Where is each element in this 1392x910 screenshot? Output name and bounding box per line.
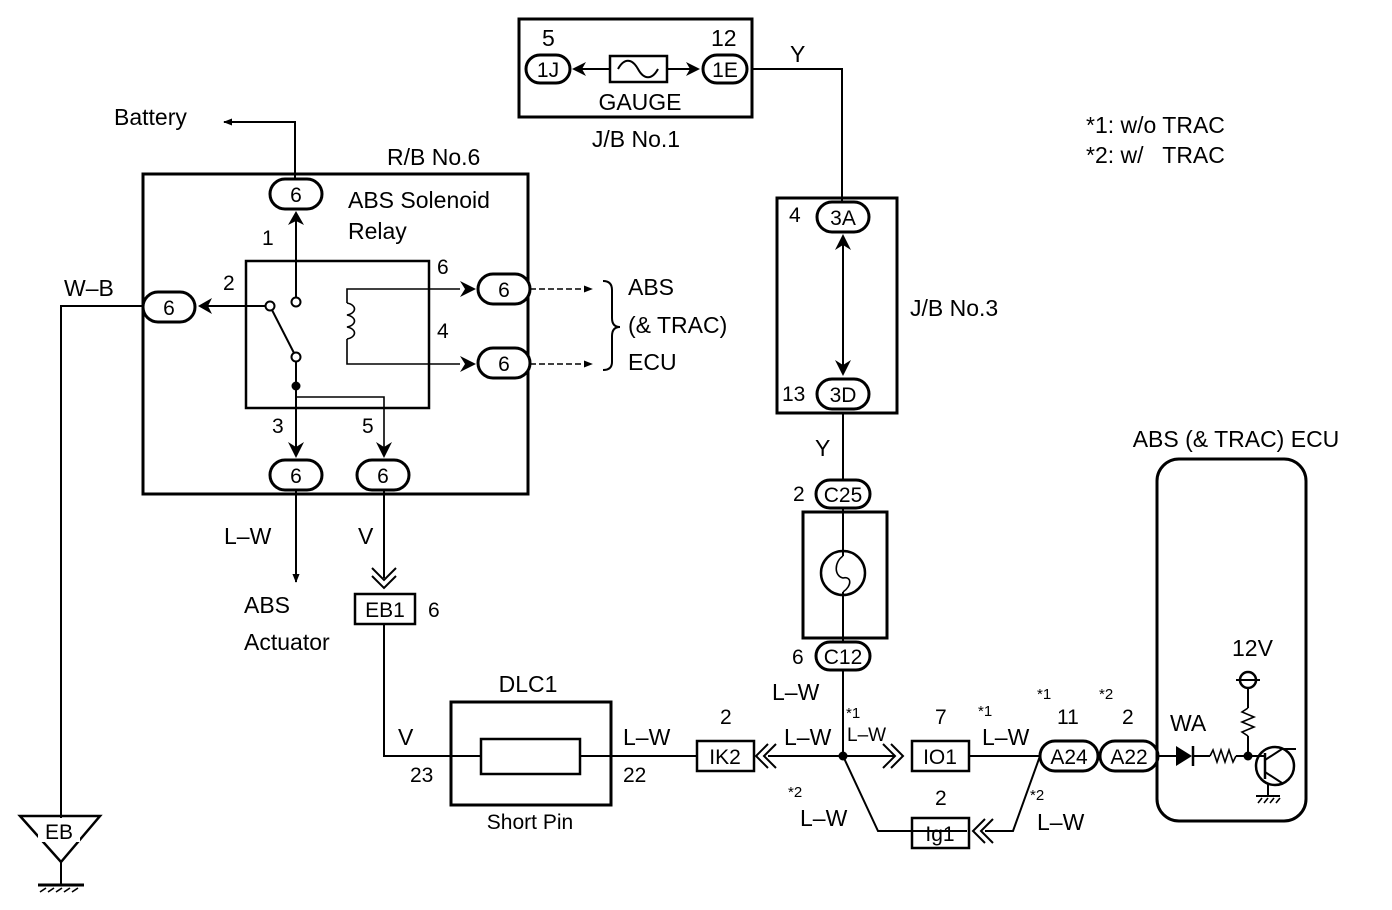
io1-wire-in: L–W <box>847 725 886 746</box>
dlc1-wire-out: L–W <box>623 724 671 750</box>
combination-meter: 2 C25 6 C12 <box>792 478 889 672</box>
a22-connector: A22 <box>1110 746 1147 769</box>
jb1-title: J/B No.1 <box>592 126 680 152</box>
rb6-title: R/B No.6 <box>387 144 480 170</box>
dlc1-wire-in: V <box>398 724 414 750</box>
io1-pin: 7 <box>935 706 947 729</box>
actuator-label-line2: Actuator <box>244 629 330 655</box>
rb6-conn-bottom-left: 6 <box>290 465 302 488</box>
resistor-icon <box>1209 747 1237 765</box>
relay-label-line2: Relay <box>348 218 407 244</box>
jb3-bottom-connector: 3D <box>830 384 857 407</box>
ecu-terminal-label: WA <box>1170 710 1207 736</box>
actuator-wire-color: L–W <box>224 523 272 549</box>
a24-pin: 11 <box>1057 706 1079 729</box>
ground-point-eb: EB <box>17 814 103 893</box>
io1-wire-out: L–W <box>982 724 1030 750</box>
jb1-right-pin: 12 <box>711 25 737 51</box>
io1-star-in: *1 <box>846 705 860 722</box>
ecu-brace <box>602 280 621 371</box>
jb1-right-connector: 1E <box>712 59 738 82</box>
ground-wire-color: W–B <box>64 275 114 301</box>
ig1-star-out: *2 <box>1030 787 1044 804</box>
ig1-star-in: *2 <box>788 784 802 801</box>
ig1-wire-out: L–W <box>1037 809 1085 835</box>
note-without-trac: *1: w/o TRAC <box>1086 112 1225 138</box>
eb1-wire-color: V <box>358 523 374 549</box>
meter-bottom-connector: C12 <box>824 646 863 669</box>
relay-block-6: ABS Solenoid Relay 6 1 2 6 4 3 5 <box>141 172 532 496</box>
jb3-bottom-pin: 13 <box>782 383 805 406</box>
ig1-connector <box>910 816 971 850</box>
meter-output-wire: L–W <box>772 679 820 705</box>
ig1-label: Ig1 <box>925 823 954 846</box>
rb6-pin2: 2 <box>223 272 235 295</box>
rb6-pin1: 1 <box>262 227 274 250</box>
meter-top-connector: C25 <box>824 484 863 507</box>
eb1-pin: 6 <box>428 599 440 622</box>
ecu-title: ABS (& TRAC) ECU <box>1133 426 1340 452</box>
a24-star: *1 <box>1037 686 1051 703</box>
note-with-trac: *2: w/ TRAC <box>1086 142 1225 168</box>
dlc1-pin-in: 23 <box>410 764 433 787</box>
meter-top-pin: 2 <box>793 483 805 506</box>
abs-ecu-ref-line3: ECU <box>628 349 677 375</box>
ik2-label: IK2 <box>709 746 741 769</box>
meter-bottom-pin: 6 <box>792 646 804 669</box>
rb6-pin4: 4 <box>437 320 449 343</box>
relay-coil-icon <box>346 302 356 340</box>
rb6-conn-right-top: 6 <box>498 279 510 302</box>
gauge-fuse-label: GAUGE <box>598 89 681 115</box>
short-pin-label: Short Pin <box>487 811 573 834</box>
jb3-top-pin: 4 <box>789 204 801 227</box>
ig1-pin: 2 <box>935 787 947 810</box>
jb1-left-connector: 1J <box>537 59 559 82</box>
diode-icon <box>1176 746 1192 766</box>
actuator-label-line1: ABS <box>244 592 290 618</box>
relay-label-line1: ABS Solenoid <box>348 187 490 213</box>
jb3-output-wire: Y <box>815 435 830 461</box>
a22-star: *2 <box>1099 686 1113 703</box>
a22-pin: 2 <box>1122 706 1134 729</box>
rb6-conn-top: 6 <box>290 184 302 207</box>
abs-ecu-ref-line2: (& TRAC) <box>628 312 727 338</box>
abs-trac-ecu: ABS (& TRAC) ECU WA 12V <box>1133 426 1340 823</box>
rb6-conn-bottom-right: 6 <box>377 465 389 488</box>
ig1-wire-in: L–W <box>800 805 848 831</box>
jb1-output-wire: Y <box>790 41 805 67</box>
junction-block-3: J/B No.3 4 3A 13 3D <box>775 196 998 415</box>
a24-connector: A24 <box>1050 746 1088 769</box>
transistor-icon <box>1254 745 1296 787</box>
battery-label: Battery <box>114 104 187 130</box>
rb6-pin3: 3 <box>272 415 284 438</box>
eb1-label: EB1 <box>365 599 405 622</box>
io1-label: IO1 <box>923 746 957 769</box>
warning-light-bulb-icon <box>819 549 867 597</box>
dlc1-connector: DLC1 V 23 22 L–W Short Pin <box>398 671 671 834</box>
jb3-title: J/B No.3 <box>910 295 998 321</box>
jb3-top-connector: 3A <box>830 207 856 230</box>
jb1-left-pin: 5 <box>542 25 555 51</box>
ik2-wire-color: L–W <box>784 724 832 750</box>
dlc1-pin-out: 22 <box>623 764 646 787</box>
ground-label: EB <box>45 821 73 844</box>
abs-ecu-ref-line1: ABS <box>628 274 674 300</box>
ecu-voltage: 12V <box>1232 635 1274 661</box>
fuse-symbol-icon <box>617 59 659 79</box>
rb6-pin6: 6 <box>437 256 449 279</box>
io1-star-out: *1 <box>978 703 992 720</box>
short-pin <box>479 737 582 776</box>
dlc1-title: DLC1 <box>499 671 558 697</box>
ik2-pin: 2 <box>720 706 732 729</box>
ik2-connector <box>695 739 756 773</box>
rb6-conn-left: 6 <box>163 297 175 320</box>
rb6-pin5: 5 <box>362 415 374 438</box>
junction-block-1: 5 12 1J 1E GAUGE J/B No.1 <box>517 17 754 152</box>
rb6-conn-right-bottom: 6 <box>498 353 510 376</box>
